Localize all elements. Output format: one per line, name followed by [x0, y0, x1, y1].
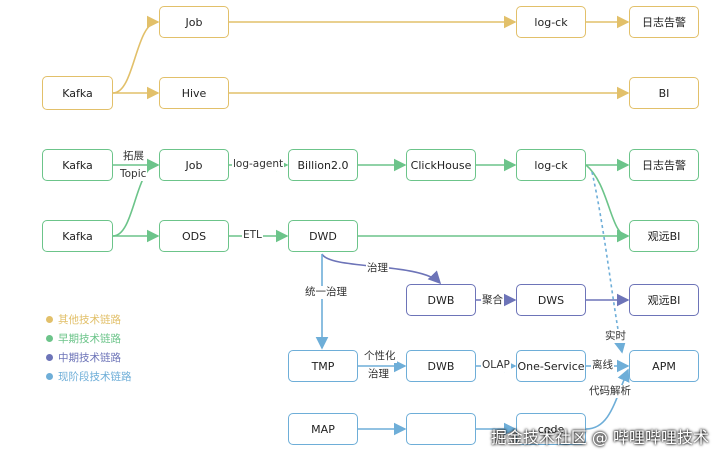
node-job-early: Job: [159, 149, 229, 181]
watermark: 掘金技术社区 @ 哔哩哔哩技术: [490, 428, 709, 447]
node-dws: DWS: [516, 284, 586, 316]
node-kafka-early-1: Kafka: [42, 149, 113, 181]
legend-label-mid: 中期技术链路: [58, 352, 121, 364]
label-gexinghua: 个性化: [363, 350, 397, 363]
label-lixian: 离线: [591, 359, 614, 372]
label-zhili: 治理: [366, 262, 389, 275]
node-map: MAP: [288, 413, 358, 445]
label-etl: ETL: [242, 229, 263, 242]
legend-label-early: 早期技术链路: [58, 333, 121, 345]
node-guanyuan-bi-mid: 观远BI: [629, 284, 699, 316]
node-hive: Hive: [159, 77, 229, 109]
label-topic: Topic: [119, 168, 148, 181]
legend-dot-early: [46, 335, 53, 342]
node-guanyuan-bi-early: 观远BI: [629, 220, 699, 252]
node-dwb-current: DWB: [406, 350, 476, 382]
node-tmp: TMP: [288, 350, 358, 382]
node-one-service: One-Service: [516, 350, 586, 382]
legend-item-other: 其他技术链路: [46, 310, 132, 329]
node-log-alarm-early: 日志告警: [629, 149, 699, 181]
legend-dot-current: [46, 373, 53, 380]
node-dwd: DWD: [288, 220, 358, 252]
node-ods: ODS: [159, 220, 229, 252]
node-unlabeled: [406, 413, 476, 445]
node-bi: BI: [629, 77, 699, 109]
legend-label-current: 现阶段技术链路: [58, 371, 132, 383]
node-dwb-mid: DWB: [406, 284, 476, 316]
edges-other: [112, 15, 630, 100]
node-kafka-early-2: Kafka: [42, 220, 113, 252]
node-apm: APM: [629, 350, 699, 382]
label-log-agent: log-agent: [232, 158, 285, 171]
legend: 其他技术链路 早期技术链路 中期技术链路 现阶段技术链路: [46, 310, 132, 386]
legend-dot-other: [46, 316, 53, 323]
label-zhili-2: 治理: [367, 368, 390, 381]
node-log-ck-other: log-ck: [516, 6, 586, 38]
label-olap: OLAP: [481, 359, 511, 372]
legend-item-current: 现阶段技术链路: [46, 367, 132, 386]
node-kafka-other: Kafka: [42, 76, 113, 110]
node-job-other: Job: [159, 6, 229, 38]
node-code: code: [516, 413, 586, 445]
label-tongyi-zhili: 统一治理: [304, 286, 348, 299]
legend-item-mid: 中期技术链路: [46, 348, 132, 367]
node-clickhouse: ClickHouse: [406, 149, 476, 181]
legend-label-other: 其他技术链路: [58, 314, 121, 326]
legend-item-early: 早期技术链路: [46, 329, 132, 348]
label-shishi: 实时: [604, 330, 627, 343]
label-juhe: 聚合: [481, 294, 504, 307]
label-daima-jiexi: 代码解析: [588, 385, 632, 398]
node-log-alarm-other: 日志告警: [629, 6, 699, 38]
label-tuozhan: 拓展: [122, 150, 145, 163]
legend-dot-mid: [46, 354, 53, 361]
node-log-ck-early: log-ck: [516, 149, 586, 181]
node-billion: Billion2.0: [288, 149, 358, 181]
